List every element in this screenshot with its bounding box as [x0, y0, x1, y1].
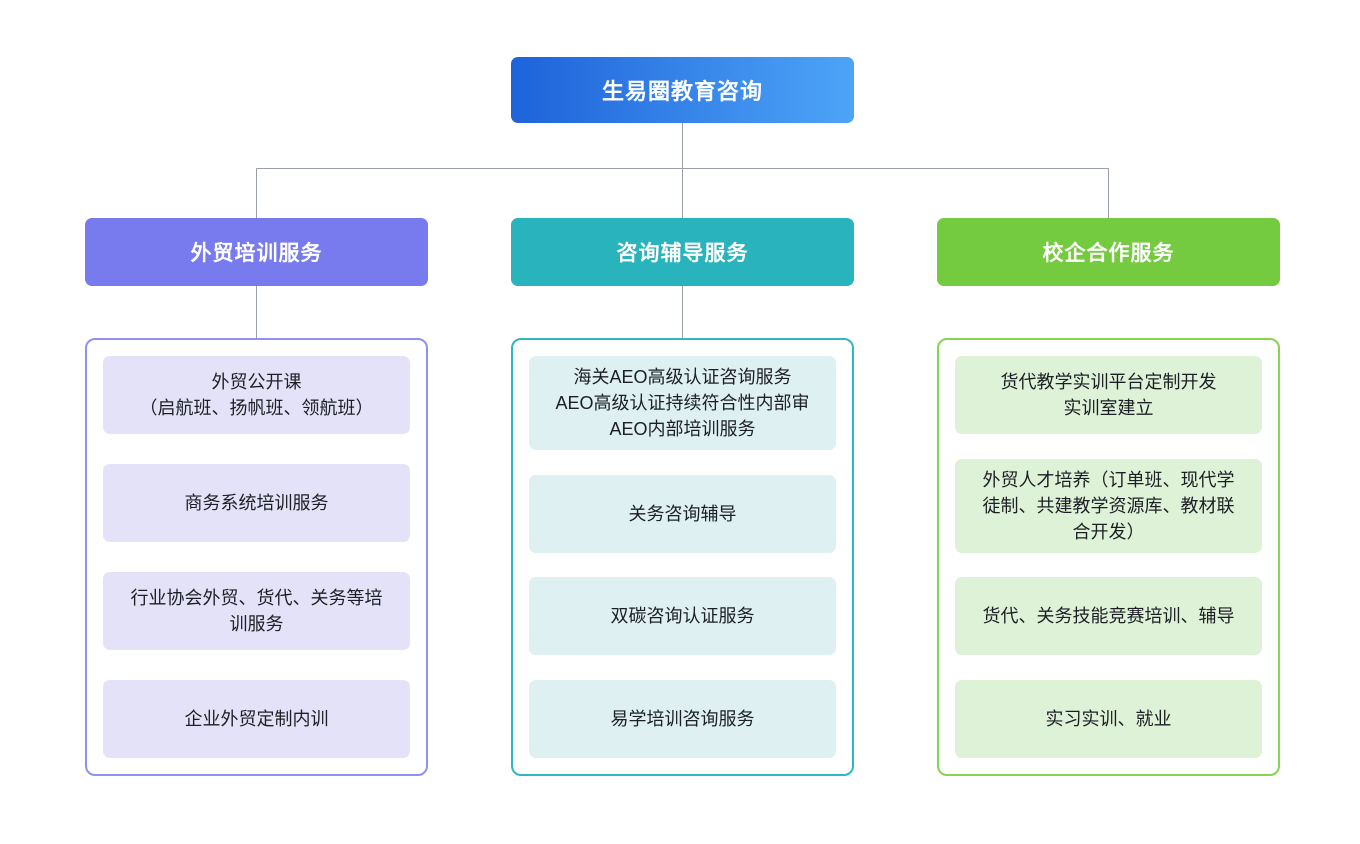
- connector-root-stem: [682, 123, 683, 168]
- branch-header: 校企合作服务: [937, 218, 1280, 286]
- connector-drop-branch-3: [1108, 168, 1109, 218]
- branch-school-enterprise-cooperation: 校企合作服务 货代教学实训平台定制开发 实训室建立 外贸人才培养（订单班、现代学…: [937, 218, 1280, 776]
- branch-consulting-coaching: 咨询辅导服务 海关AEO高级认证咨询服务 AEO高级认证持续符合性内部审 AEO…: [511, 218, 854, 776]
- leaf-node: 货代、关务技能竞赛培训、辅导: [955, 577, 1262, 656]
- root-node-label: 生易圈教育咨询: [601, 79, 763, 104]
- connector-branch-2-panel-stem: [682, 286, 683, 338]
- branch-header-label: 外贸培训服务: [190, 242, 323, 265]
- leaf-node: 货代教学实训平台定制开发 实训室建立: [955, 356, 1262, 434]
- leaf-node: 外贸公开课 （启航班、扬帆班、领航班）: [103, 356, 410, 434]
- leaf-node: 关务咨询辅导: [529, 474, 836, 553]
- leaf-node: 外贸人才培养（订单班、现代学 徒制、共建教学资源库、教材联 合开发）: [955, 458, 1262, 553]
- connector-drop-branch-2: [682, 168, 683, 218]
- branch-panel: 货代教学实训平台定制开发 实训室建立 外贸人才培养（订单班、现代学 徒制、共建教…: [937, 338, 1280, 776]
- branch-header-label: 校企合作服务: [1042, 242, 1175, 265]
- branch-panel: 外贸公开课 （启航班、扬帆班、领航班） 商务系统培训服务 行业协会外贸、货代、关…: [85, 338, 428, 776]
- leaf-node: 海关AEO高级认证咨询服务 AEO高级认证持续符合性内部审 AEO内部培训服务: [529, 356, 836, 451]
- root-node: 生易圈教育咨询: [511, 57, 854, 123]
- connector-drop-branch-1: [256, 168, 257, 218]
- connector-branch-1-panel-stem: [256, 286, 257, 338]
- branch-panel: 海关AEO高级认证咨询服务 AEO高级认证持续符合性内部审 AEO内部培训服务 …: [511, 338, 854, 776]
- branch-header: 外贸培训服务: [85, 218, 428, 286]
- branch-header: 咨询辅导服务: [511, 218, 854, 286]
- leaf-node: 实习实训、就业: [955, 679, 1262, 758]
- leaf-node: 商务系统培训服务: [103, 464, 410, 542]
- leaf-node: 行业协会外贸、货代、关务等培 训服务: [103, 572, 410, 650]
- leaf-node: 易学培训咨询服务: [529, 679, 836, 758]
- branch-foreign-trade-training: 外贸培训服务 外贸公开课 （启航班、扬帆班、领航班） 商务系统培训服务 行业协会…: [85, 218, 428, 776]
- branch-header-label: 咨询辅导服务: [616, 242, 749, 265]
- leaf-node: 双碳咨询认证服务: [529, 577, 836, 656]
- leaf-node: 企业外贸定制内训: [103, 680, 410, 758]
